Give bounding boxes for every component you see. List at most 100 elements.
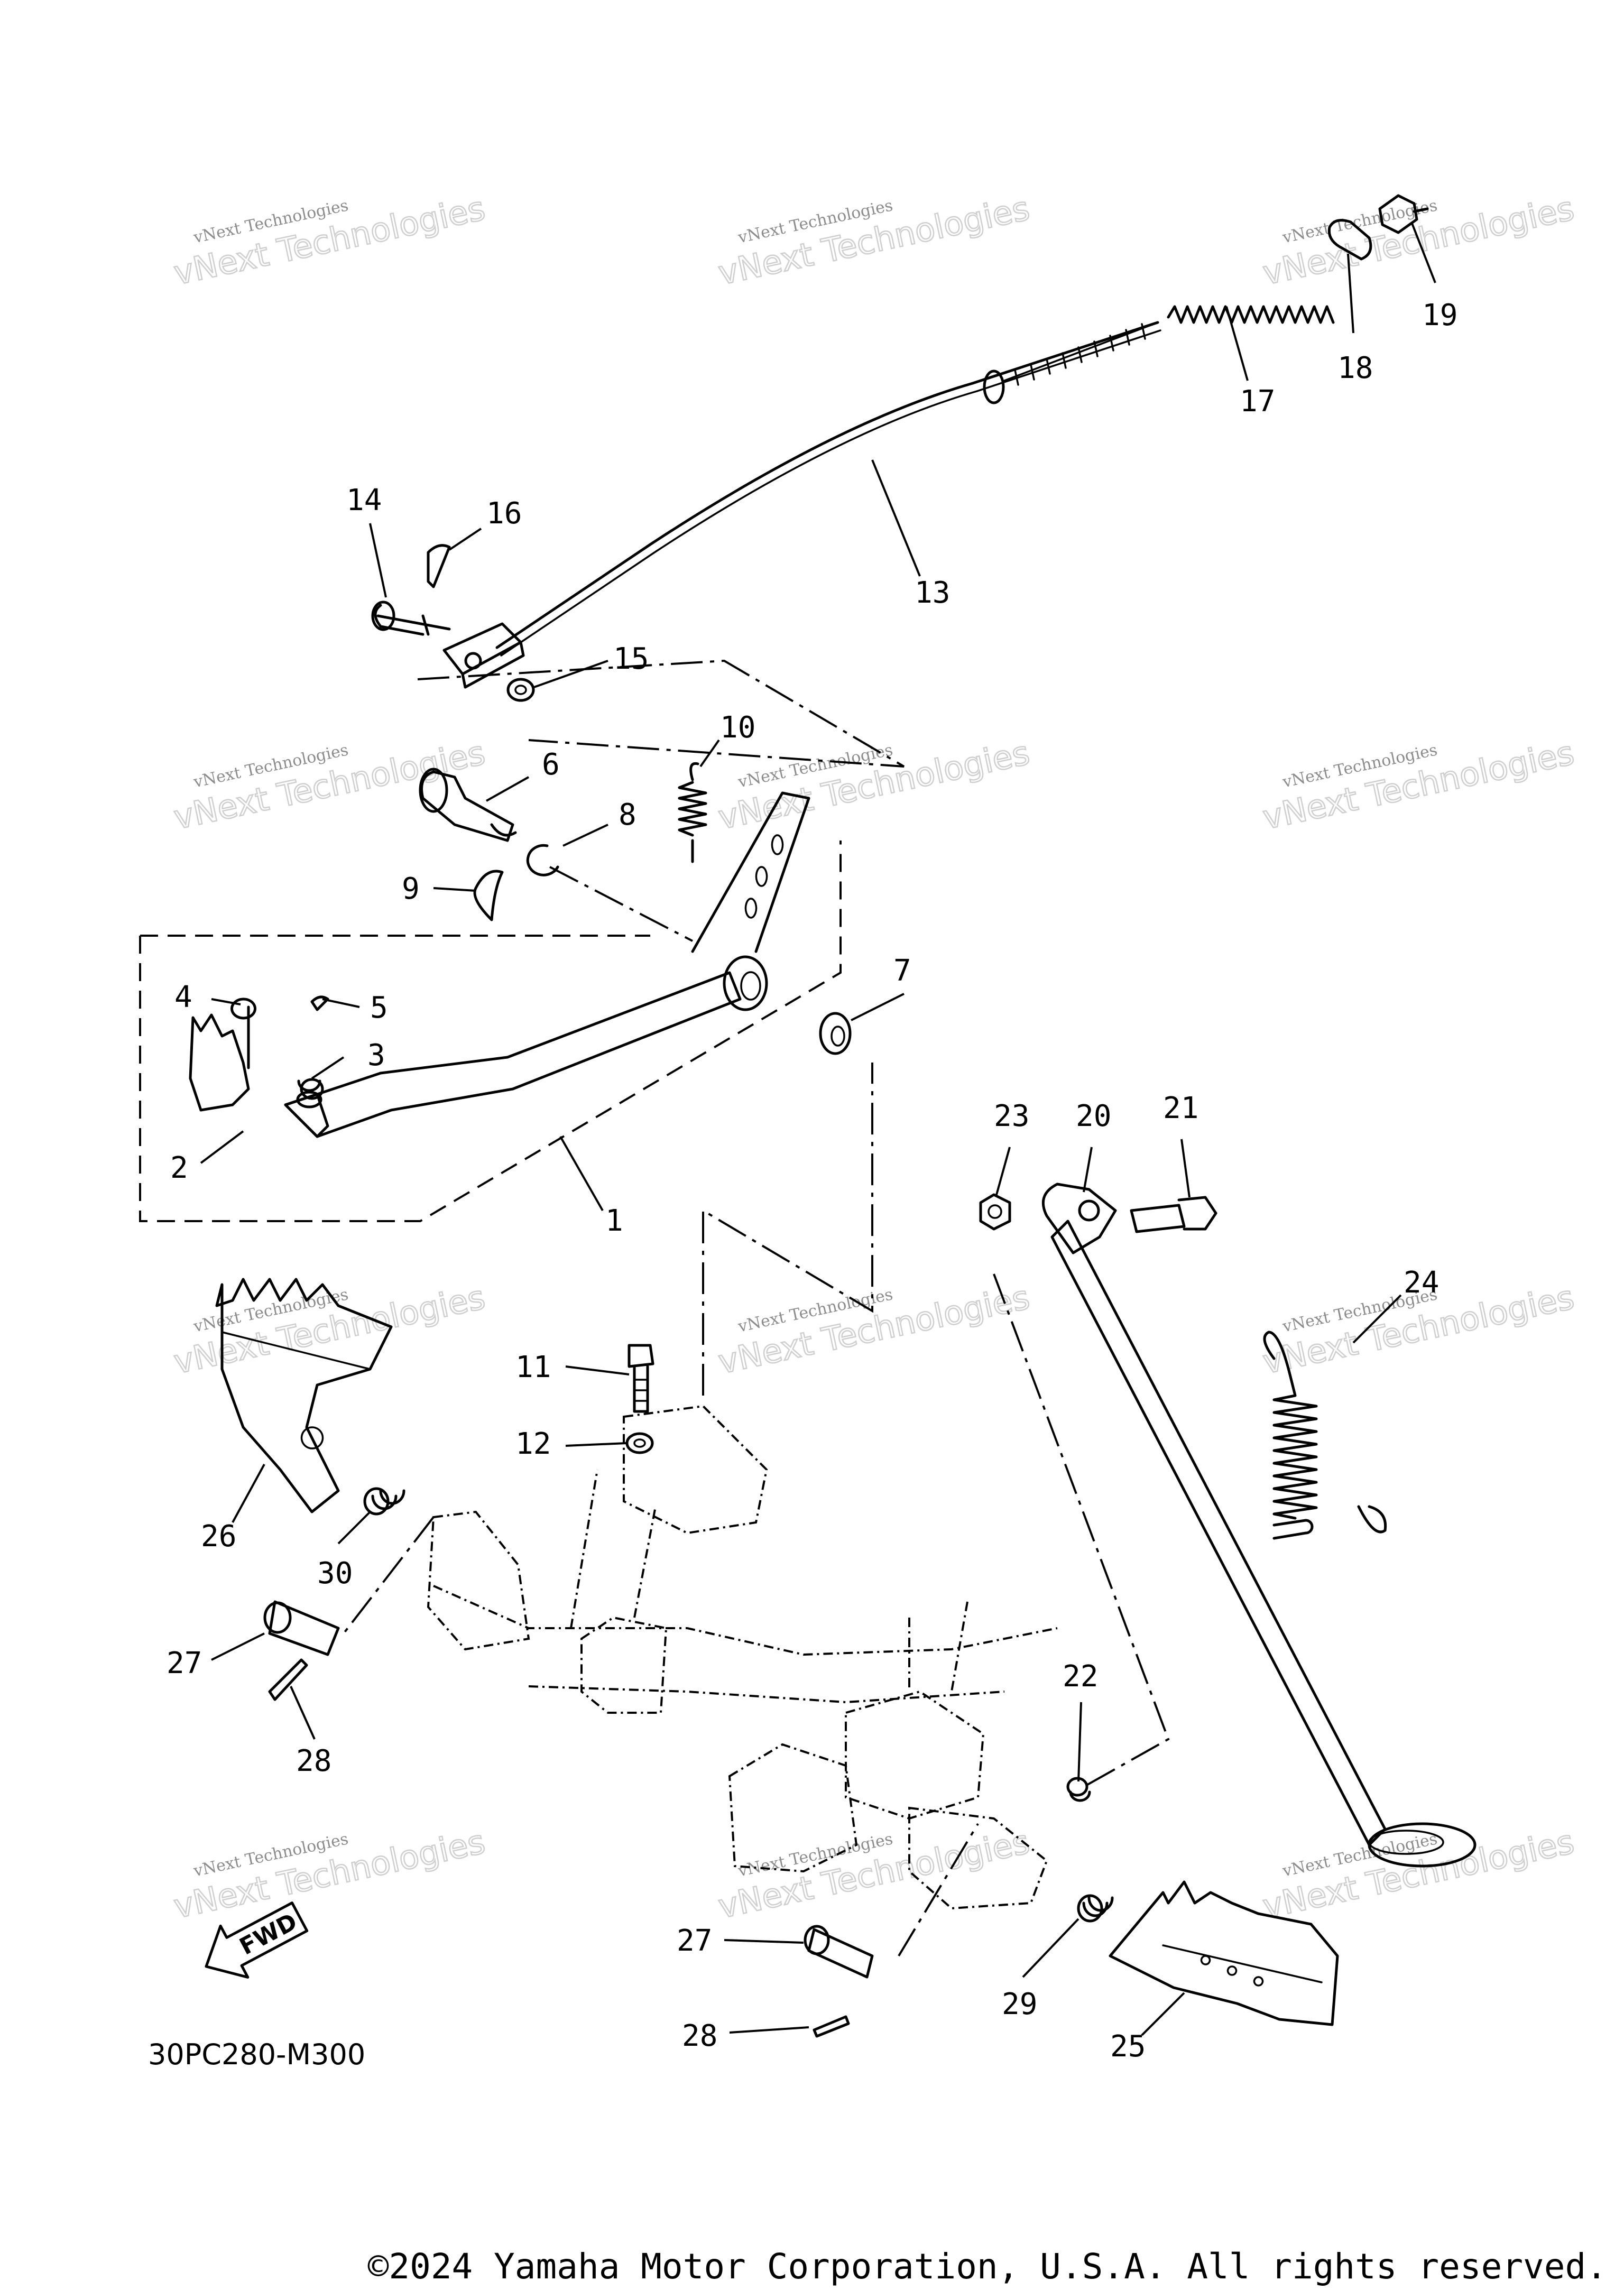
- callout-24: 24: [1404, 1266, 1439, 1300]
- return-spring: [678, 762, 707, 863]
- leader-11: [565, 1365, 630, 1375]
- callout-27a: 27: [167, 1646, 202, 1680]
- watermark: vNext Technologies vNext Technologies: [170, 1822, 489, 1926]
- callout-28b: 28: [682, 2019, 717, 2053]
- footrest-spring-right: [1077, 1894, 1114, 1923]
- pedal-group-outline: [139, 841, 842, 1222]
- sidestand-assembly: [979, 1183, 1477, 1868]
- leader-13: [871, 459, 921, 577]
- callout-1: 1: [605, 1204, 623, 1238]
- leader-22: [1077, 1702, 1082, 1782]
- pedal-boss: [723, 955, 768, 1011]
- leader-16: [448, 528, 482, 551]
- frame-lower-tube: [528, 1685, 1005, 1704]
- leader-28a: [290, 1686, 316, 1740]
- callout-18: 18: [1337, 351, 1373, 385]
- sidestand-bracket-hole: [1078, 1199, 1100, 1222]
- leader-15: [533, 660, 608, 688]
- leader-28b: [729, 2026, 809, 2034]
- pedal-boss-hole: [740, 971, 761, 1001]
- sidestand-spring-hook: [1272, 1519, 1314, 1540]
- frame-rear-upright: [908, 1601, 968, 1692]
- callout-2: 2: [170, 1151, 188, 1185]
- frame-phantom: [427, 1405, 1058, 1910]
- callout-20: 20: [1076, 1099, 1111, 1133]
- footrest-pin-left: [268, 1600, 340, 1656]
- leader-25: [1141, 1992, 1185, 2036]
- leader-17: [1225, 306, 1249, 381]
- leader-10: [699, 739, 720, 768]
- leader-6: [486, 776, 529, 802]
- leader-27b: [724, 1939, 804, 1944]
- diagram-code: 30PC280-M300: [148, 2038, 365, 2071]
- callout-16: 16: [486, 496, 522, 531]
- leader-24: [1352, 1294, 1402, 1344]
- leader-27a: [211, 1632, 265, 1661]
- callout-22: 22: [1063, 1659, 1098, 1694]
- watermark: vNext Technologies vNext Technologies: [170, 733, 489, 837]
- frame-right-mount: [845, 1690, 985, 1820]
- callout-13: 13: [915, 576, 950, 610]
- pivot-washer: [819, 1012, 852, 1055]
- pedal-tip-footpeg: [189, 1013, 250, 1112]
- rod-joint: [1327, 219, 1372, 261]
- callout-9: 9: [402, 872, 420, 906]
- leader-8: [562, 824, 608, 847]
- brake-pedal-arm: [284, 971, 742, 1138]
- footrest-left-line: [343, 1516, 435, 1635]
- callout-19: 19: [1422, 298, 1457, 333]
- callout-3: 3: [367, 1038, 385, 1073]
- callout-8: 8: [619, 798, 636, 832]
- clevis-pin-head: [371, 601, 395, 631]
- bolt-thread: [633, 1379, 649, 1402]
- pedal-spring: [297, 1078, 324, 1100]
- callout-23: 23: [994, 1099, 1029, 1133]
- leader-30: [337, 1511, 371, 1545]
- watermark: vNext Technologies vNext Technologies: [170, 188, 489, 293]
- pedal-pin: [230, 998, 256, 1069]
- pedal-tip-hole: [296, 1091, 322, 1109]
- pivot-shaft-flange: [419, 768, 448, 813]
- watermark: vNext Technologies vNext Technologies: [170, 1277, 489, 1382]
- callout-30: 30: [317, 1556, 353, 1591]
- washer-hole: [514, 685, 527, 695]
- pedal-arm-holes: [744, 834, 784, 919]
- washer: [506, 678, 535, 702]
- clevis-hole: [464, 652, 482, 670]
- leader-26: [232, 1464, 265, 1523]
- leader-23: [995, 1147, 1011, 1195]
- brake-pedal-upper-arm: [691, 791, 810, 953]
- frame-cross-member: [580, 1616, 668, 1714]
- callout-4: 4: [174, 980, 192, 1014]
- leader-20: [1083, 1147, 1093, 1193]
- leader-18: [1347, 253, 1354, 334]
- callout-14: 14: [346, 483, 382, 518]
- callout-12: 12: [515, 1427, 551, 1461]
- assembly-lines: [139, 659, 1170, 1957]
- callout-7: 7: [893, 954, 911, 988]
- pivot-shaft: [420, 770, 517, 842]
- callout-27b: 27: [677, 1924, 712, 1958]
- watermark: vNext Technologies vNext Technologies: [1259, 188, 1578, 293]
- callout-21: 21: [1163, 1091, 1198, 1125]
- leader-21: [1180, 1139, 1191, 1198]
- leader-lines: [200, 221, 1436, 2036]
- sidestand-bracket: [1041, 1183, 1117, 1254]
- fwd-arrow-icon: [205, 1901, 309, 1979]
- brake-pedal-assembly: [189, 762, 852, 1138]
- pivot-washer-hole: [831, 1026, 845, 1047]
- right-footrest-detail: [1162, 1944, 1323, 1987]
- left-footrest-detail: [221, 1331, 371, 1449]
- leader-7: [851, 993, 905, 1021]
- brake-rod-spring: [1167, 305, 1335, 324]
- pivot-nut: [979, 1193, 1011, 1231]
- frame-bracket: [728, 1743, 858, 1873]
- pedal-cotter: [310, 995, 329, 1011]
- frame-stand-mount: [908, 1806, 1048, 1910]
- frame-main-tube: [433, 1585, 1058, 1656]
- callout-15: 15: [613, 642, 649, 676]
- callout-11: 11: [515, 1350, 551, 1384]
- bolt: [628, 1344, 654, 1413]
- leader-19: [1410, 221, 1436, 283]
- watermark: vNext Technologies vNext Technologies: [714, 733, 1034, 837]
